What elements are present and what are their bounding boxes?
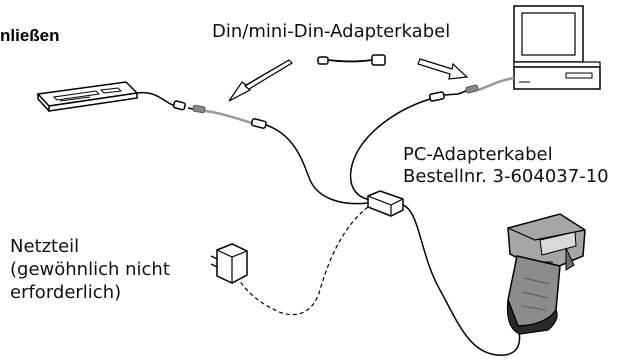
keyboard-cable (136, 91, 177, 107)
din-adapter-cable-icon (317, 54, 386, 66)
pc-adapter-box-icon (367, 190, 404, 217)
din-adapter-cable-label: Din/mini-Din-Adapterkabel (212, 21, 451, 42)
arrow-to-computer-icon (417, 58, 469, 80)
hand-scanner-icon (506, 213, 586, 335)
heading-fragment: nließen (0, 26, 60, 45)
arrow-to-keyboard-icon (228, 59, 293, 102)
power-supply-note-line-2: erforderlich) (10, 282, 122, 303)
keyboard-icon (36, 81, 139, 112)
computer-icon (513, 5, 601, 90)
pc-side-cable (349, 98, 431, 201)
pc-adapter-cable-label: PC-Adapterkabel (403, 144, 553, 165)
scanner-cable (402, 204, 521, 356)
power-supply-note-line-1: (gewöhnlich nicht (10, 259, 170, 280)
keyboard-side-cable (265, 124, 369, 205)
power-supply-icon (210, 243, 248, 284)
keyboard-adapter-cable (187, 104, 267, 129)
keyboard-plug (172, 100, 186, 111)
power-supply-cable (237, 206, 369, 316)
power-supply-label: Netzteil (10, 236, 80, 257)
order-number-label: Bestellnr. 3-604037-10 (403, 166, 609, 187)
computer-cable (477, 76, 515, 92)
